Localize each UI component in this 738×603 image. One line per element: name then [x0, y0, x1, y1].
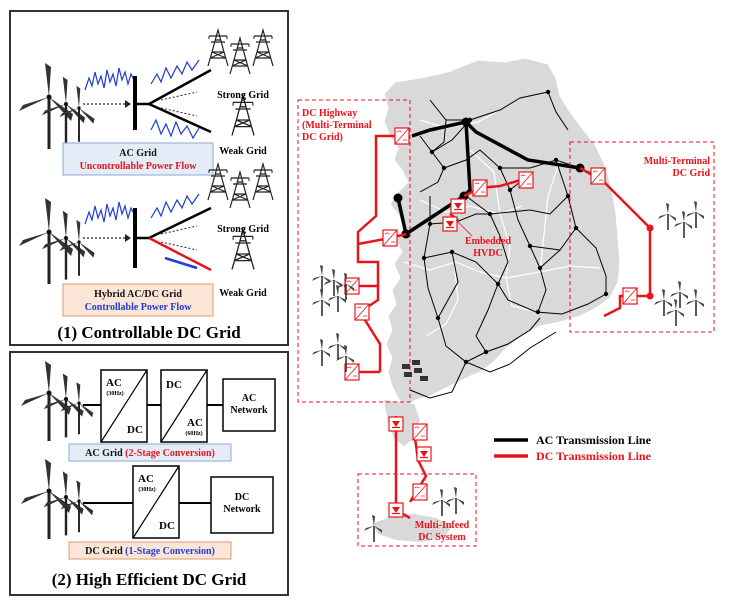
wind-turbine-icon — [19, 198, 95, 284]
wind-turbine-icon — [21, 459, 94, 539]
ac-dc-converter-1: AC (30Hz) DC — [100, 369, 148, 443]
legend-dc-label: DC Transmission Line — [536, 449, 652, 463]
korea-peninsula-shape — [383, 57, 621, 407]
wind-turbine-icon — [19, 63, 95, 149]
dashed-regions — [297, 99, 715, 547]
dc-network-box: DC Network — [210, 476, 274, 534]
dc-grid-1stage-label: DC Grid (1-Stage Conversion) — [85, 546, 215, 557]
blue-waveform-icon — [84, 67, 136, 91]
ac-grid-2stage-label: AC Grid (2-Stage Conversion) — [85, 448, 215, 459]
multi-terminal-label-1: Multi-Terminal — [644, 156, 711, 167]
svg-text:(60Hz): (60Hz) — [185, 430, 202, 437]
transmission-tower-icon — [207, 163, 274, 271]
panel2-title: (2) High Efficient DC Grid — [52, 570, 247, 589]
blue-waveform-icon — [84, 201, 136, 225]
jeju-island-shape — [372, 514, 452, 542]
controllable-dc-grid-diagram: Strong Grid Weak Grid AC Grid Uncontroll… — [19, 29, 274, 342]
svg-text:AC: AC — [242, 393, 256, 404]
high-efficient-dc-grid-diagram: AC (30Hz) DC DC AC (60Hz) AC Network AC … — [21, 361, 276, 589]
dc-ac-converter-2: DC AC (60Hz) — [160, 369, 208, 443]
svg-text:Network: Network — [230, 405, 268, 416]
uncontrollable-power-flow-label: Uncontrollable Power Flow — [80, 161, 198, 172]
legend-ac-label: AC Transmission Line — [536, 433, 652, 447]
multi-terminal-label-2: DC Grid — [673, 168, 711, 179]
dc-highway-label-1: DC Highway — [302, 108, 357, 119]
ac-network-box: AC Network — [222, 378, 276, 432]
strong-grid-label-1: Strong Grid — [217, 90, 269, 101]
controllable-power-flow-label: Controllable Power Flow — [85, 302, 193, 313]
svg-text:AC: AC — [138, 473, 154, 485]
svg-text:DC: DC — [159, 520, 175, 532]
weak-grid-label-1: Weak Grid — [219, 146, 267, 157]
svg-text:AC: AC — [187, 417, 203, 429]
svg-text:AC: AC — [106, 377, 122, 389]
weak-grid-label-2: Weak Grid — [219, 288, 267, 299]
dc-highway-label-3: DC Grid) — [302, 132, 343, 143]
transmission-tower-icon — [207, 29, 274, 137]
svg-text:(30Hz): (30Hz) — [106, 390, 123, 397]
high-efficient-dc-grid-panel: AC (30Hz) DC DC AC (60Hz) AC Network AC … — [9, 351, 289, 596]
controllable-dc-grid-panel: Strong Grid Weak Grid AC Grid Uncontroll… — [9, 10, 289, 346]
svg-text:DC: DC — [166, 379, 182, 391]
solar-panel-icons — [402, 360, 428, 381]
ac-node-dots — [421, 89, 609, 365]
panel1-title: (1) Controllable DC Grid — [57, 323, 241, 342]
wind-turbine-icon — [21, 361, 94, 441]
hybrid-grid-label: Hybrid AC/DC Grid — [94, 289, 182, 300]
ac-dc-converter-3: AC (30Hz) DC — [132, 465, 180, 539]
strong-grid-label-2: Strong Grid — [217, 224, 269, 235]
multi-infeed-label-2: DC System — [418, 532, 466, 543]
svg-text:(30Hz): (30Hz) — [138, 486, 155, 493]
dc-highway-label-2: (Multi-Terminal — [302, 120, 372, 131]
map-legend: AC Transmission Line DC Transmission Lin… — [494, 433, 652, 463]
svg-text:DC: DC — [127, 424, 143, 436]
korea-grid-map: DC Highway (Multi-Terminal DC Grid) Mult… — [297, 57, 715, 547]
svg-text:Network: Network — [223, 504, 261, 515]
ac-transmission-network — [409, 91, 607, 399]
region-boundaries — [403, 109, 601, 337]
embedded-hvdc-label-1: Embedded — [465, 236, 512, 247]
embedded-hvdc-label-2: HVDC — [473, 248, 502, 259]
ac-grid-label: AC Grid — [119, 148, 157, 159]
svg-text:DC: DC — [235, 492, 249, 503]
multi-infeed-label-1: Multi-Infeed — [415, 520, 470, 531]
